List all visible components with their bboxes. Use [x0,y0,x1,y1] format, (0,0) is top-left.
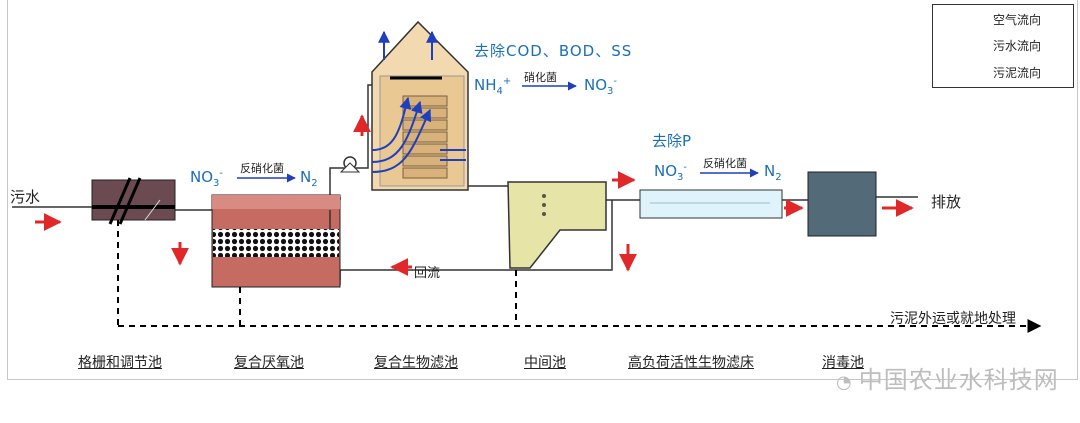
legend: 空气流向 污水流向 污泥流向 [932,4,1074,88]
reaction-nitrification-bacteria: 硝化菌 [524,71,557,84]
removal-cod-label: 去除COD、BOD、SS [474,42,633,60]
return-flow-label: 回流 [414,266,441,281]
sludge-disposal-label: 污泥外运或就地处理 [890,311,1016,327]
stage-label-intermediate: 中间池 [524,355,566,371]
pump-icon [339,156,361,173]
reaction-anaerobic-bacteria: 反硝化菌 [240,162,284,175]
reaction-nitrification-right: NO3- [584,76,618,97]
reaction-anaerobic-left: NO3- [190,168,224,189]
legend-item-air: 空气流向 [993,13,1042,27]
removal-p-label: 去除P [652,132,692,150]
reaction-highload-bacteria: 反硝化菌 [703,157,747,170]
reaction-nitrification-left: NH4+ [474,76,512,97]
discharge-label: 排放 [931,193,962,211]
stage-label-highload: 高负荷活性生物滤床 [628,355,754,371]
wechat-icon: ◔ [836,372,853,393]
reaction-arrows [237,81,759,183]
legend-item-sewage: 污水流向 [993,39,1042,53]
high-load-bed [639,189,783,219]
sludge-lines [117,220,1042,333]
legend-item-sludge: 污泥流向 [993,66,1042,80]
reaction-highload-left: NO3- [654,162,688,183]
reaction-anaerobic-right: N2 [300,168,318,189]
stage-label-grille: 格栅和调节池 [78,355,162,371]
sewage-inlet-label: 污水 [10,188,41,206]
stage-label-biofilter: 复合生物滤池 [374,355,458,371]
diagram-frame [7,0,1078,380]
biofilter-tower [371,20,469,191]
reaction-highload-right: N2 [764,162,782,183]
watermark: ◔中国农业水科技网 [836,366,1059,394]
sewage-flow-arrows [35,114,914,276]
stage-label-disinfection: 消毒池 [822,355,864,371]
anaerobic-tank [211,194,341,288]
stage-label-anaerobic: 复合厌氧池 [234,355,304,371]
grille-tank [91,177,176,225]
intermediate-tank [507,181,607,269]
disinfection-tank [807,171,877,237]
